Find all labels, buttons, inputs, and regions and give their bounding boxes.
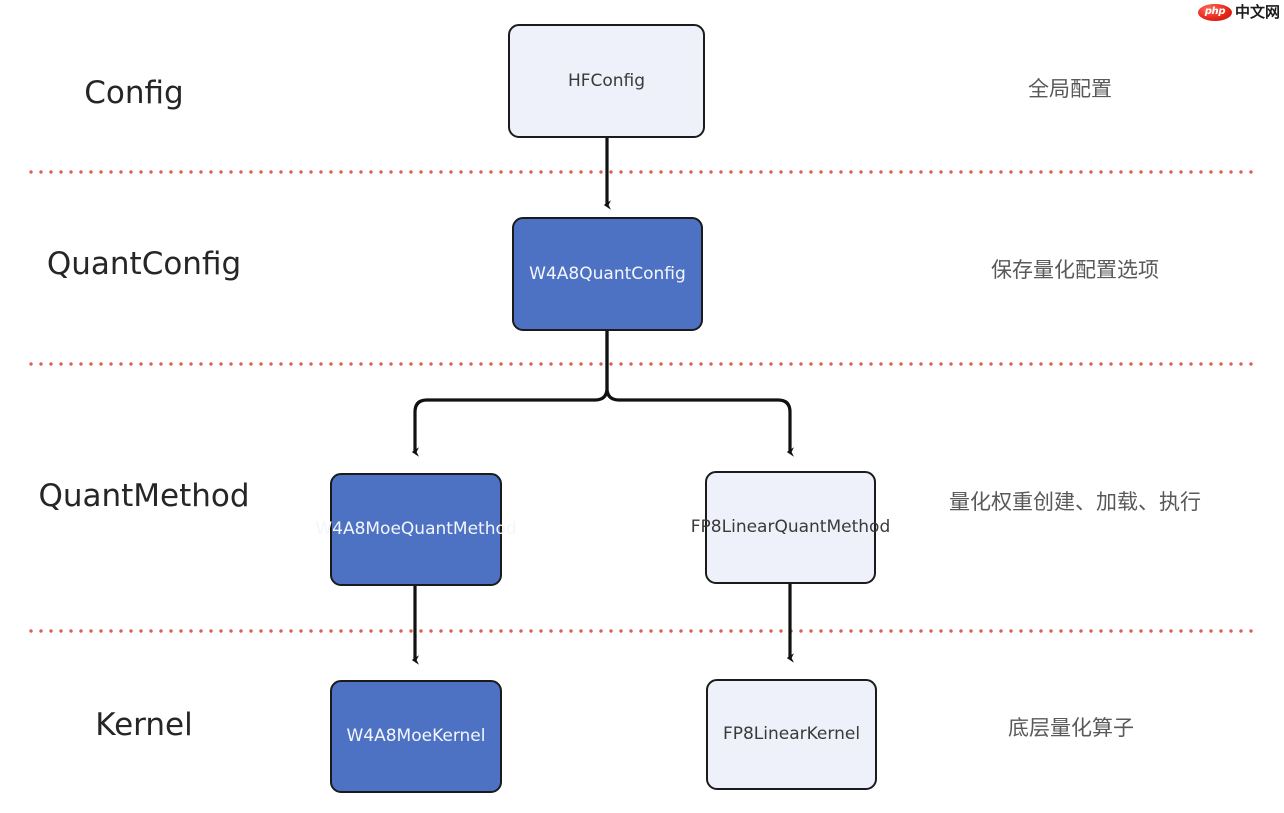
stage-description-config: 全局配置 (1028, 77, 1112, 101)
watermark-label: 中文网 (1234, 2, 1280, 21)
stage-label-config: Config (84, 75, 184, 111)
edge-w4a8quantconfig-to-w4a8moequantmethod (415, 331, 609, 452)
node-fp8linearquantmethod[interactable]: FP8LinearQuantMethod (691, 471, 890, 584)
edge-w4a8quantconfig-to-fp8linearquantmethod (605, 331, 790, 452)
stage-label-quantconfig: QuantConfig (46, 246, 242, 282)
stage-description-quantmethod: 量化权重创建、加载、执行 (949, 490, 1201, 514)
stage-label-quantmethod: QuantMethod (38, 478, 250, 514)
stage-separator-3 (26, 629, 1258, 633)
node-w4a8quantconfig[interactable]: W4A8QuantConfig (512, 217, 703, 331)
stage-separator-1 (26, 170, 1258, 174)
node-fp8linearkernel[interactable]: FP8LinearKernel (706, 679, 877, 790)
stage-description-kernel: 底层量化算子 (1008, 716, 1134, 740)
site-watermark: php 中文网 (1197, 2, 1280, 22)
stage-separator-2 (26, 362, 1258, 366)
node-w4a8moequantmethod[interactable]: W4A8MoeQuantMethod (315, 473, 517, 586)
stage-label-kernel: Kernel (95, 707, 193, 743)
node-w4a8moekernel[interactable]: W4A8MoeKernel (330, 680, 502, 793)
node-hfconfig[interactable]: HFConfig (508, 24, 705, 138)
stage-description-quantconfig: 保存量化配置选项 (991, 258, 1159, 282)
php-logo-icon: php (1197, 3, 1232, 21)
